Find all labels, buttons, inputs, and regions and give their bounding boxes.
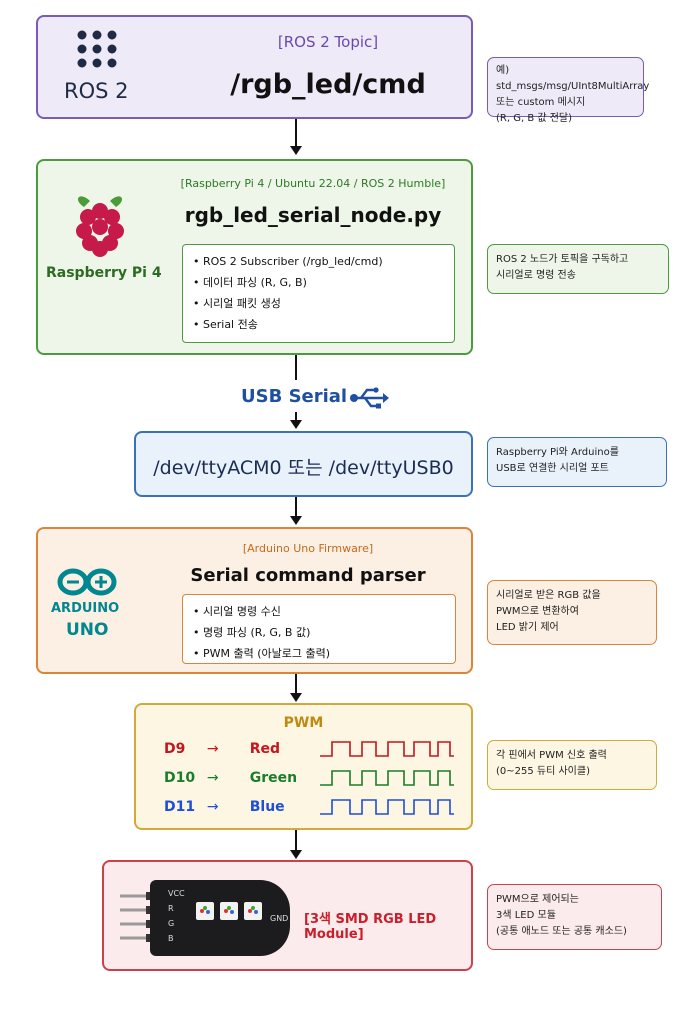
- usb-icon: [350, 387, 389, 409]
- pi-note: ROS 2 노드가 토픽을 구독하고 시리얼로 명령 전송: [487, 244, 669, 294]
- pin-label-r: R: [168, 904, 174, 913]
- arrow-2b: [295, 412, 297, 421]
- arrow-5: [295, 830, 297, 851]
- color-label: Red: [249, 741, 281, 757]
- red-pwm-wave: [320, 741, 454, 757]
- pwm-waveforms: [320, 741, 454, 815]
- rgb-led-chips: [196, 902, 262, 920]
- arrow-3: [295, 497, 297, 517]
- pin-label: D10: [164, 770, 196, 786]
- pi-tag: [Raspberry Pi 4 / Ubuntu 22.04 / ROS 2 H…: [180, 177, 446, 190]
- pwm-row-d11: D11 → Blue: [164, 799, 285, 815]
- led-module-title: [3색 SMD RGB LED Module]: [304, 912, 437, 942]
- arrow-1-head: [290, 146, 302, 155]
- arduino-logo-text: ARDUINO: [51, 601, 120, 616]
- pin-label: D9: [164, 741, 186, 757]
- raspberry-pi-label: Raspberry Pi 4: [46, 265, 162, 281]
- pwm-box: PWM D9 → Red D10 → Green D11 → Blue: [134, 703, 473, 830]
- arrow-glyph: →: [206, 741, 219, 757]
- arduino-box: ARDUINO UNO [Arduino Uno Firmware] Seria…: [36, 527, 473, 674]
- ros2-topic-box: ROS 2 [ROS 2 Topic] /rgb_led/cmd: [36, 15, 473, 119]
- pwm-row-d10: D10 → Green: [164, 770, 297, 786]
- pin-label-g: G: [168, 919, 175, 928]
- pi-task-list: • ROS 2 Subscriber (/rgb_led/cmd) • 데이터 …: [182, 244, 455, 343]
- pwm-title: PWM: [283, 715, 324, 731]
- arrow-4: [295, 674, 297, 694]
- port-note: Raspberry Pi와 Arduino를 USB로 연결한 시리얼 포트: [487, 437, 667, 487]
- color-label: Green: [249, 770, 298, 786]
- arrow-2-head: [290, 420, 302, 429]
- blue-pwm-wave: [320, 799, 454, 815]
- arduino-logo-icon: [57, 568, 117, 596]
- arduino-title: Serial command parser: [190, 565, 426, 586]
- color-label: Blue: [249, 799, 285, 815]
- arrow-3-head: [290, 516, 302, 525]
- usb-serial-label: USB Serial: [241, 386, 348, 407]
- arrow-glyph: →: [206, 799, 219, 815]
- pwm-note: 각 핀에서 PWM 신호 출력 (0~255 듀티 사이클): [487, 740, 657, 790]
- arduino-tag: [Arduino Uno Firmware]: [242, 542, 374, 555]
- gnd-label: GND: [270, 914, 289, 923]
- pwm-row-d9: D9 → Red: [164, 741, 280, 757]
- pin-label-b: B: [168, 934, 174, 943]
- arrow-1: [295, 119, 297, 147]
- pin-label-vcc: VCC: [168, 889, 185, 898]
- arrow-5-head: [290, 850, 302, 859]
- pin-label: D11: [164, 799, 196, 815]
- arduino-uno-text: UNO: [66, 620, 109, 640]
- green-pwm-wave: [320, 770, 454, 786]
- topic-note: 예) std_msgs/msg/UInt8MultiArray 또는 custo…: [487, 57, 649, 124]
- arrow-glyph: →: [206, 770, 219, 786]
- pi-title: rgb_led_serial_node.py: [184, 203, 442, 227]
- topic-tag: [ROS 2 Topic]: [277, 33, 379, 51]
- topic-title: /rgb_led/cmd: [230, 69, 426, 100]
- ros2-logo-text: ROS 2: [64, 79, 129, 103]
- arduino-note: 시리얼로 받은 RGB 값을 PWM으로 변환하여 LED 밝기 제어: [487, 580, 657, 645]
- serial-port-box: /dev/ttyACM0 또는 /dev/ttyUSB0: [134, 431, 473, 497]
- arduino-task-list: • 시리얼 명령 수신 • 명령 파싱 (R, G, B 값) • PWM 출력…: [182, 594, 456, 664]
- ros2-logo-icon: [77, 30, 117, 68]
- raspberry-pi-box: Raspberry Pi 4 [Raspberry Pi 4 / Ubuntu …: [36, 159, 473, 355]
- arrow-2: [295, 355, 297, 380]
- led-note: PWM으로 제어되는 3색 LED 모듈 (공통 애노드 또는 공통 캐소드): [487, 884, 662, 950]
- arrow-4-head: [290, 693, 302, 702]
- led-module-box: VCC R G B GND [3색 SMD RGB LED Module]: [102, 860, 473, 971]
- raspberry-pi-icon: [76, 196, 124, 257]
- serial-port-title: /dev/ttyACM0 또는 /dev/ttyUSB0: [153, 457, 454, 479]
